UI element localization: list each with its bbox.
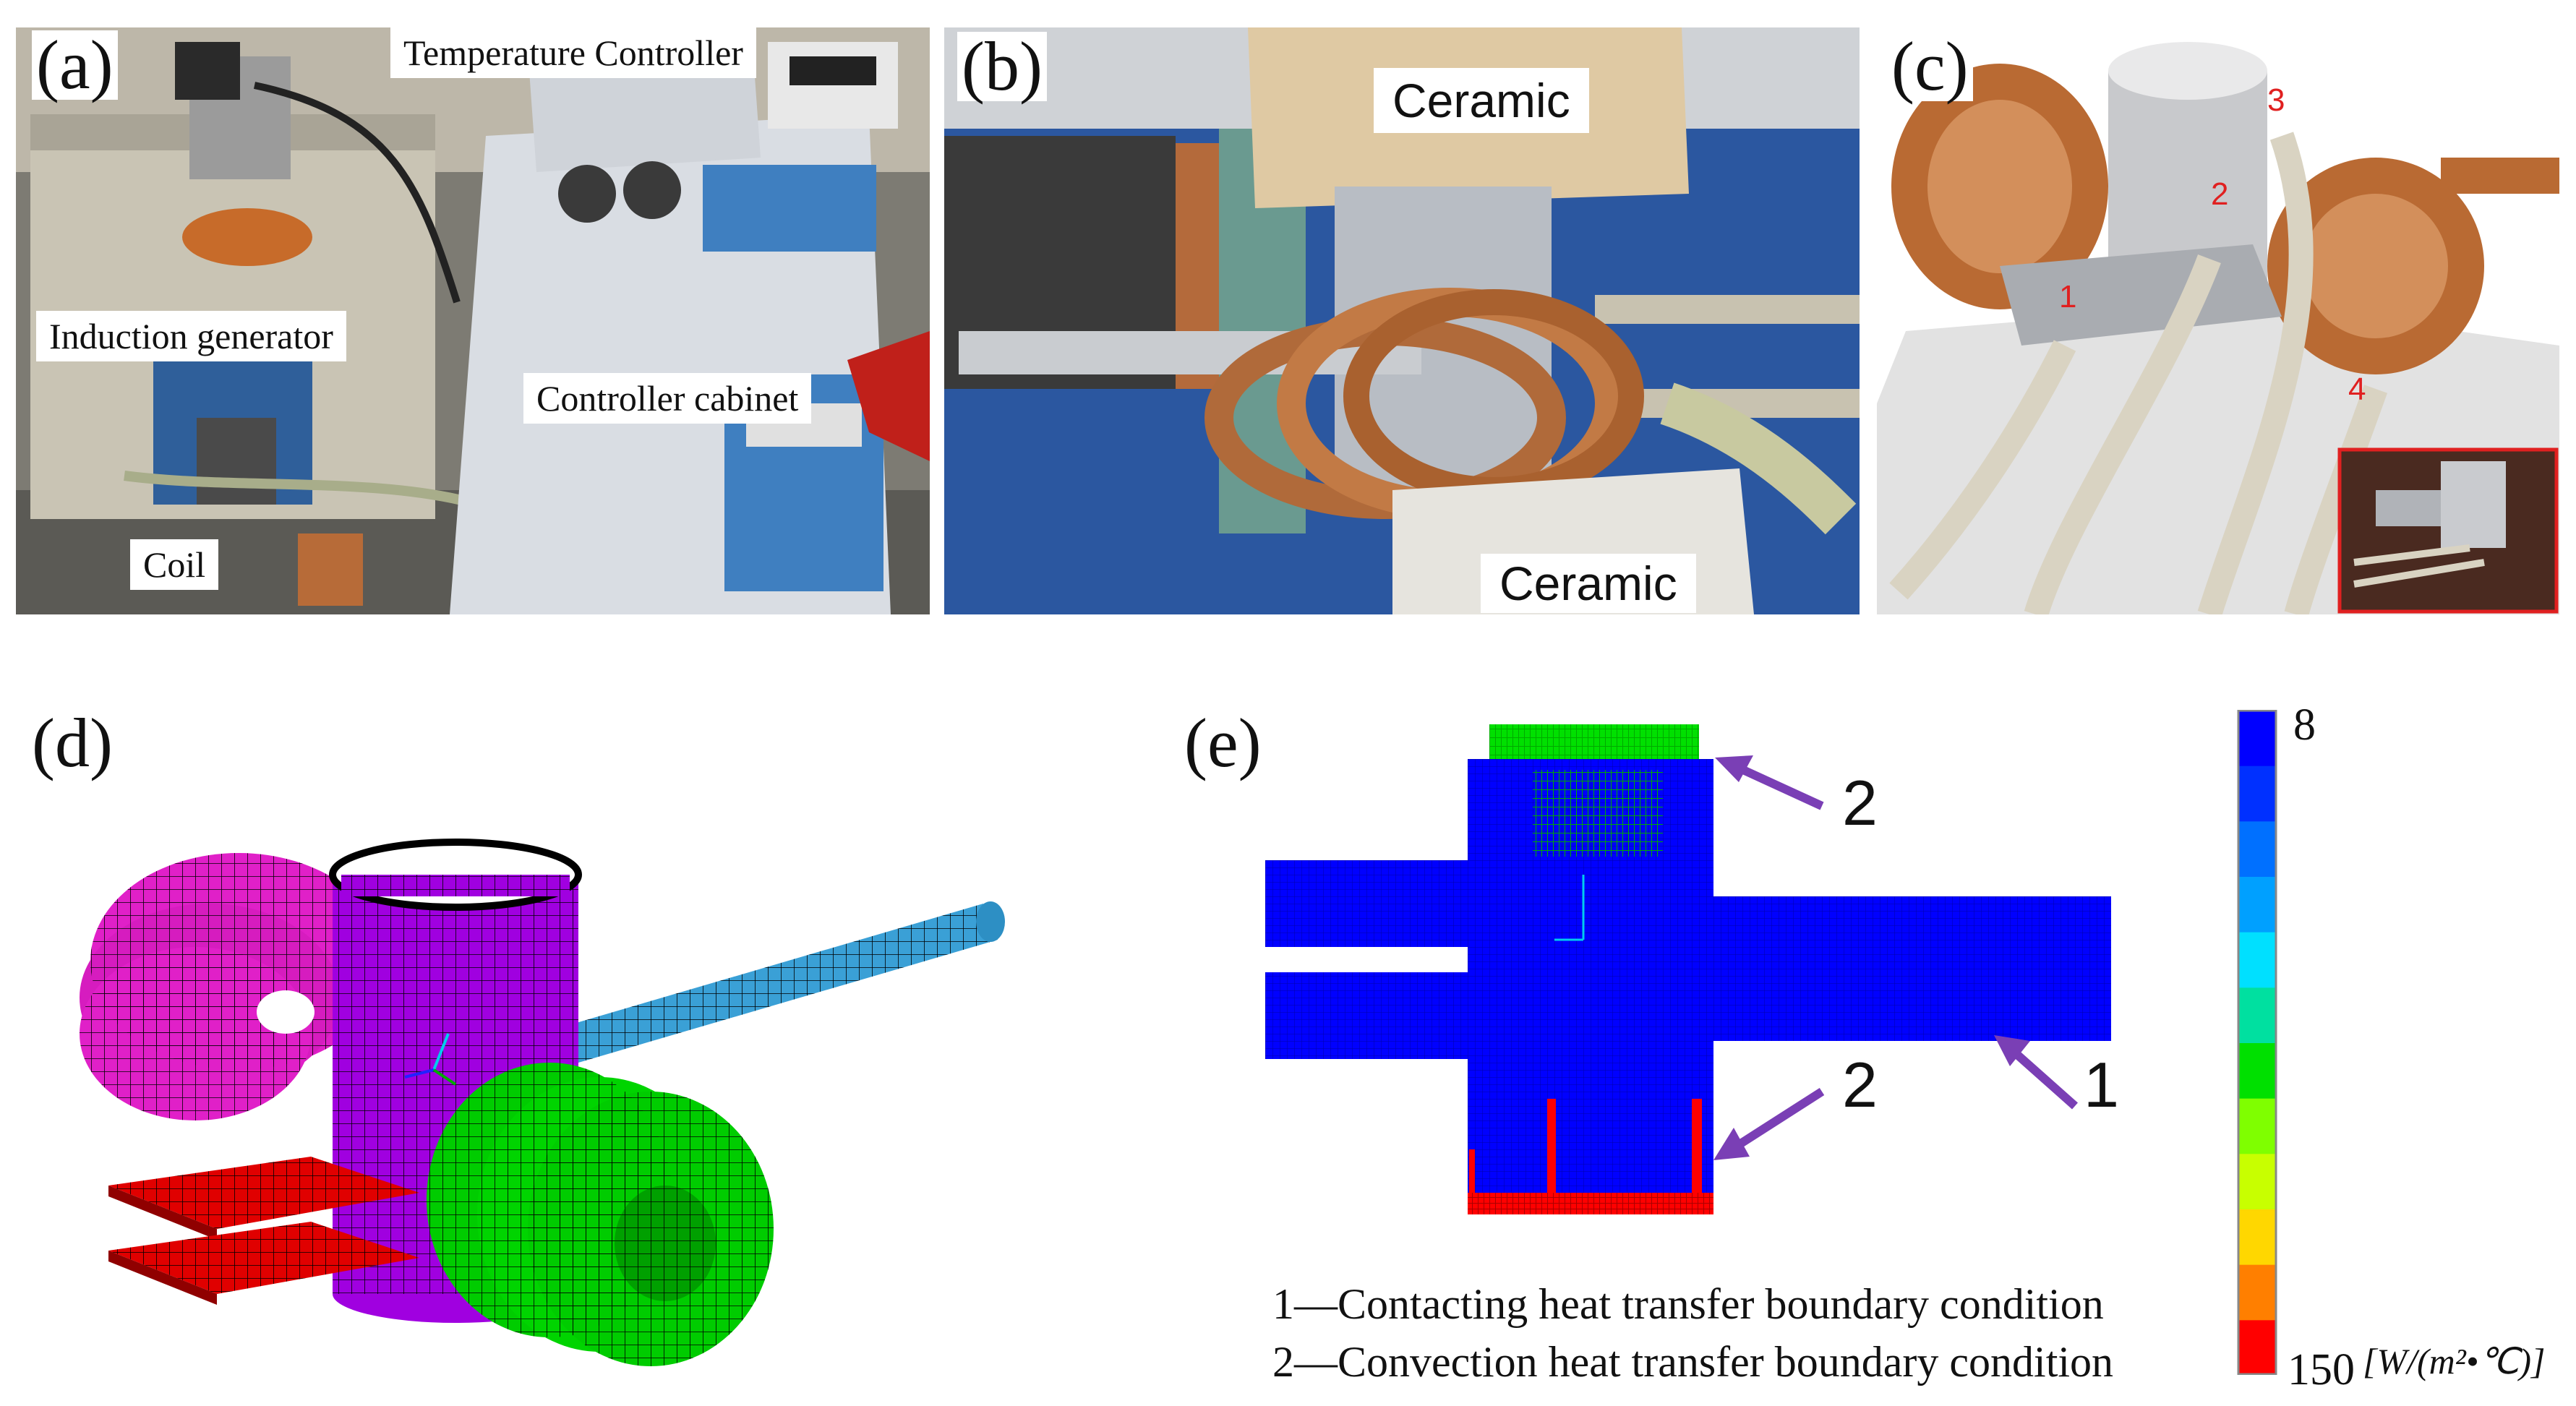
- label-ceramic-top: Ceramic: [1374, 68, 1589, 133]
- colorbar-segment: [2238, 1042, 2276, 1099]
- colorbar-segment: [2238, 931, 2276, 988]
- colorbar-frame: [2237, 710, 2277, 1375]
- arrow-top: [1715, 755, 1824, 810]
- colorbar-segment: [2238, 987, 2276, 1043]
- colorbar-segment: [2238, 1209, 2276, 1265]
- colorbar-segment: [2238, 1097, 2276, 1154]
- thermocouple-point-3: 3: [2267, 82, 2285, 118]
- thermocouple-point-2: 2: [2211, 176, 2229, 212]
- boundary-condition-mesh: [1265, 724, 2111, 1214]
- arrow-bottom: [1713, 1087, 1825, 1160]
- label-controller-cabinet: Controller cabinet: [523, 373, 812, 424]
- colorbar-segment: [2238, 765, 2276, 822]
- colorbar: [2237, 710, 2277, 1375]
- panel-b-letter: (b): [957, 32, 1047, 101]
- plates-mesh: [108, 1157, 419, 1305]
- panel-c-letter: (c): [1887, 32, 1973, 101]
- colorbar-unit: [W/(m²•℃)]: [2363, 1341, 2546, 1381]
- panel-c-photo: [1877, 27, 2559, 614]
- colorbar-segment: [2238, 1264, 2276, 1321]
- label-temperature-controller: Temperature Controller: [390, 27, 756, 78]
- colorbar-segment: [2238, 710, 2276, 766]
- legend-line-2: 2—Convection heat transfer boundary cond…: [1272, 1338, 2114, 1386]
- panel-a-letter: (a): [32, 30, 118, 100]
- colorbar-min-label: 150: [2288, 1345, 2355, 1394]
- axis-triad: [404, 1033, 457, 1086]
- thermocouple-point-1: 1: [2059, 279, 2077, 314]
- panel-a-photo: [16, 27, 930, 614]
- panel-b: (b) Ceramic Ceramic: [944, 27, 1860, 614]
- colorbar-segment: [2238, 820, 2276, 877]
- arrow-right: [1994, 1035, 2078, 1110]
- arrow-label-right: 1: [2084, 1049, 2119, 1120]
- colorbar-segment: [2238, 876, 2276, 933]
- label-induction-generator: Induction generator: [36, 311, 346, 361]
- shaft-mesh: [564, 901, 1005, 1063]
- colorbar-segment: [2238, 1319, 2276, 1375]
- panel-e: (e): [1171, 694, 2576, 1406]
- axis-mark: [1554, 875, 1585, 941]
- colorbar-segment: [2238, 1153, 2276, 1209]
- arrow-label-bottom: 2: [1842, 1049, 1878, 1120]
- panel-c: (c) 1 2 3 4: [1877, 27, 2559, 614]
- panel-d-letter: (d): [32, 704, 113, 781]
- label-ceramic-bottom: Ceramic: [1481, 554, 1696, 613]
- coil-left-mesh: [80, 853, 387, 1120]
- thermocouple-point-4: 4: [2348, 372, 2366, 407]
- colorbar-max-label: 8: [2293, 700, 2316, 750]
- label-coil: Coil: [130, 539, 219, 590]
- panel-a: (a) Temperature Controller Induction gen…: [16, 27, 930, 614]
- panel-d: (d): [0, 694, 1084, 1406]
- panel-e-letter: (e): [1184, 704, 1262, 781]
- fem-model: [80, 839, 1005, 1366]
- arrow-label-top: 2: [1842, 767, 1878, 839]
- legend-line-1: 1—Contacting heat transfer boundary cond…: [1272, 1280, 2104, 1328]
- coil-right-mesh: [427, 1063, 774, 1366]
